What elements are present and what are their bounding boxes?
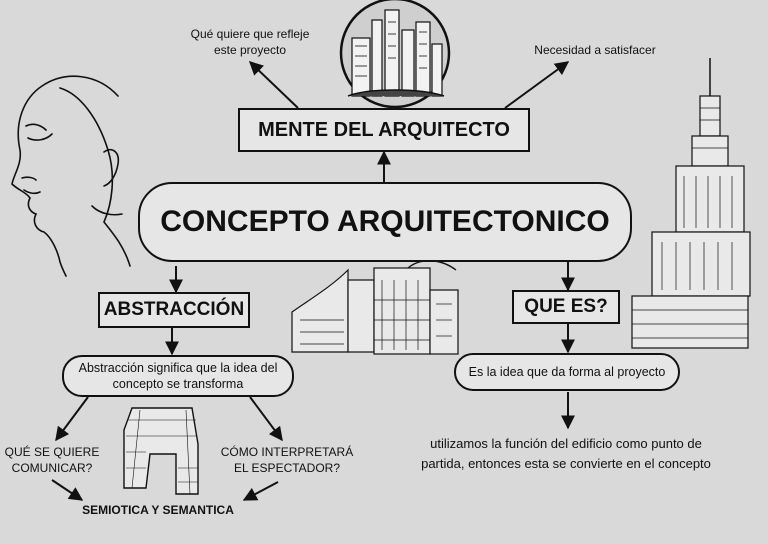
question-interpret: CÓMO INTERPRETARÁ EL ESPECTADOR? <box>220 445 354 476</box>
right-explanation-note: utilizamos la función del edificio como … <box>421 436 711 471</box>
arrow-desc-q2 <box>249 396 283 442</box>
cctv-building-icon <box>123 407 199 495</box>
abstraccion-description: Abstracción significa que la idea del co… <box>62 355 294 397</box>
que-es-description: Es la idea que da forma al proyecto <box>454 353 680 391</box>
curved-facade-building-icon <box>291 260 459 355</box>
tower-building-icon <box>631 58 751 349</box>
woman-line-art-icon <box>11 75 131 277</box>
arrow-top-left <box>248 61 299 109</box>
arrow-q2-result <box>242 481 279 501</box>
arrow-top-right <box>504 61 570 109</box>
arrow-q1-result <box>51 479 84 501</box>
concepto-arquitectonico-node: CONCEPTO ARQUITECTONICO <box>138 182 632 262</box>
question-communicate: QUÉ SE QUIERE COMUNICAR? <box>4 445 100 476</box>
abstraccion-box: ABSTRACCIÓN <box>98 292 250 328</box>
que-es-box: QUE ES? <box>512 290 620 324</box>
arrow-desc-q1 <box>55 396 89 442</box>
city-skyline-circle-icon <box>339 0 451 109</box>
mente-del-arquitecto-box: MENTE DEL ARQUITECTO <box>238 108 530 152</box>
top-left-note: Qué quiere que refleje este proyecto <box>190 27 310 58</box>
semiotica-semantica-label: SEMIOTICA Y SEMANTICA <box>82 503 234 517</box>
top-right-note: Necesidad a satisfacer <box>534 43 656 57</box>
